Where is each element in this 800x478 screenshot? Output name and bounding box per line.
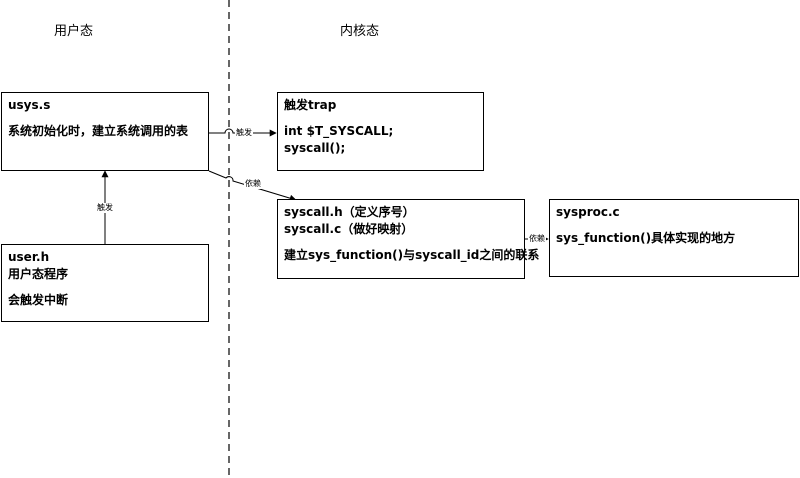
- edge-label-usys-to-syscall: 依赖: [244, 179, 262, 189]
- edge-usys-to-trap: [209, 128, 277, 137]
- node-syscall-line1: syscall.h（定义序号）: [284, 205, 415, 219]
- node-trap-line1: int $T_SYSCALL;: [284, 124, 394, 139]
- node-user-line2: 会触发中断: [8, 293, 69, 308]
- edge-usys-to-syscall: [208, 170, 297, 202]
- edge-label-usys-to-trap: 触发: [235, 128, 253, 138]
- header-kernel-space: 内核态: [340, 24, 380, 39]
- node-user[interactable]: user.h 用户态程序 会触发中断: [1, 244, 209, 322]
- node-trap[interactable]: 触发trap int $T_SYSCALL; syscall();: [277, 92, 484, 171]
- node-syscall[interactable]: syscall.h（定义序号） syscall.c（做好映射） 建立sys_fu…: [277, 199, 540, 279]
- node-user-line1: 用户态程序: [8, 266, 69, 281]
- node-usys-desc: 系统初始化时，建立系统调用的表: [8, 124, 189, 139]
- edge-label-syscall-to-sysproc: 依赖: [528, 234, 546, 244]
- node-trap-title: 触发trap: [284, 98, 337, 112]
- node-sysproc-title: sysproc.c: [556, 205, 620, 219]
- node-sysproc-desc: sys_function()具体实现的地方: [556, 231, 736, 246]
- edge-label-user-to-usys: 触发: [96, 203, 114, 213]
- header-user-space: 用户态: [54, 24, 94, 39]
- node-user-title: user.h: [8, 250, 50, 264]
- node-trap-line2: syscall();: [284, 141, 346, 156]
- node-usys-title: usys.s: [8, 98, 51, 112]
- node-syscall-line2: syscall.c（做好映射）: [284, 221, 414, 236]
- node-usys[interactable]: usys.s 系统初始化时，建立系统调用的表: [1, 92, 209, 171]
- node-sysproc[interactable]: sysproc.c sys_function()具体实现的地方: [549, 199, 799, 277]
- node-syscall-line3: 建立sys_function()与syscall_id之间的联系: [284, 248, 540, 263]
